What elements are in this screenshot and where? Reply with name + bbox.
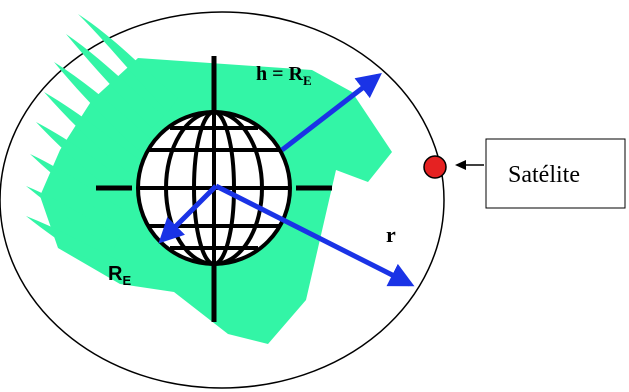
orbit-ellipse bbox=[0, 11, 445, 389]
altitude-arrow bbox=[280, 72, 382, 152]
vectors bbox=[158, 72, 415, 287]
satellite-label-box bbox=[485, 138, 626, 209]
cross-marks bbox=[96, 56, 332, 322]
satellite-label: Satélite bbox=[508, 162, 580, 188]
satellite-marker bbox=[423, 155, 447, 179]
radius-arrow bbox=[214, 183, 415, 287]
altitude-label: h = RE bbox=[256, 63, 312, 88]
earth-radius-arrow bbox=[158, 184, 218, 244]
earth-radius-label: RE bbox=[108, 263, 131, 288]
radius-label: r bbox=[386, 222, 396, 247]
satellite-pointer bbox=[455, 160, 484, 170]
